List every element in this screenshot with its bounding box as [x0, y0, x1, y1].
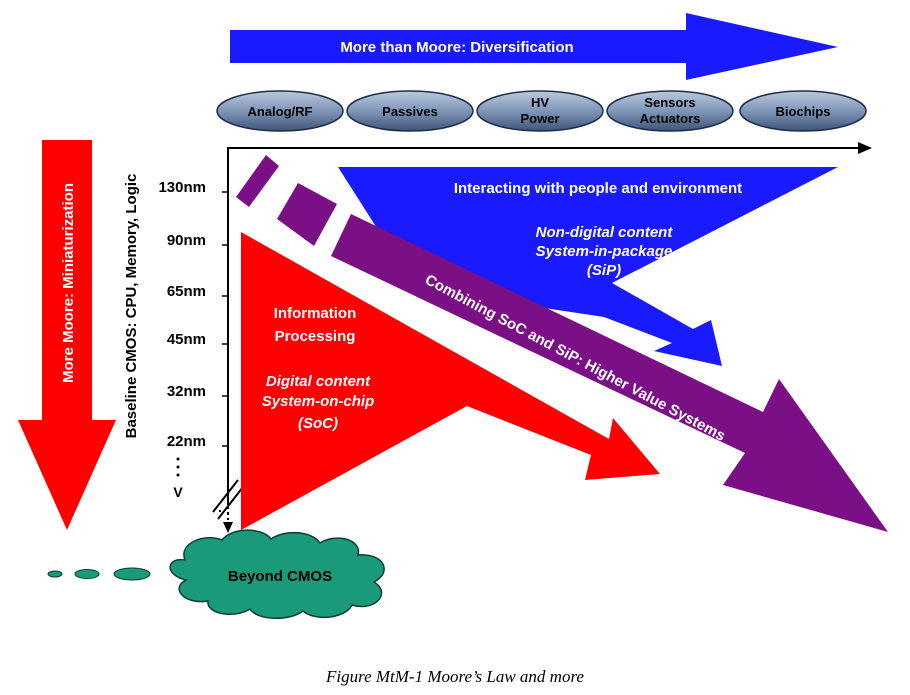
more-than-moore-label: More than Moore: Diversification: [340, 39, 573, 56]
axes: [212, 147, 858, 520]
beyond-cmos-cloud: Beyond CMOS: [47, 529, 385, 619]
sip-line-3: (SiP): [587, 262, 621, 279]
more-than-moore-arrow: More than Moore: Diversification: [230, 13, 838, 80]
figure-caption: Figure MtM-1 Moore’s Law and more: [326, 667, 584, 686]
tick-45nm: 45nm: [167, 331, 206, 348]
sip-line-2: System-in-package: [536, 243, 673, 260]
info-processing-line-2: Processing: [275, 328, 356, 345]
pill-analog-rf: Analog/RF: [216, 90, 344, 132]
tick-65nm: 65nm: [167, 283, 206, 300]
info-processing-line-1: Information: [274, 305, 357, 322]
pill-passives: Passives: [346, 90, 474, 132]
more-moore-arrow: More Moore: Miniaturization: [18, 140, 116, 530]
pill-label: Sensors: [644, 95, 695, 110]
pill-biochips: Biochips: [739, 90, 867, 132]
diversification-pills: Analog/RF Passives HV Power Sensors Actu…: [216, 90, 867, 132]
tick-continuation: V: [173, 484, 183, 500]
beyond-cmos-label: Beyond CMOS: [228, 568, 332, 585]
soc-line-3: (SoC): [298, 415, 338, 432]
tick-130nm: 130nm: [158, 179, 206, 196]
node-ticks: 130nm 90nm 65nm 45nm 32nm 22nm V: [158, 179, 206, 500]
pill-label: HV: [531, 95, 549, 110]
x-axis-arrowhead: [858, 142, 872, 154]
soc-line-2: System-on-chip: [262, 393, 375, 410]
pill-label: Power: [520, 111, 559, 126]
sip-line-1: Non-digital content: [536, 224, 674, 241]
pill-sensors-actuators: Sensors Actuators: [606, 90, 734, 132]
blue-region: Interacting with people and environment …: [338, 167, 838, 366]
interacting-label: Interacting with people and environment: [454, 180, 742, 197]
y-axis-arrowhead: [223, 522, 233, 533]
pill-label: Actuators: [640, 111, 701, 126]
red-region: Information Processing Digital content S…: [241, 232, 660, 530]
more-moore-label: More Moore: Miniaturization: [60, 183, 77, 383]
pill-label: Biochips: [776, 104, 831, 119]
tick-90nm: 90nm: [167, 232, 206, 249]
pill-label: Passives: [382, 104, 438, 119]
baseline-cmos-label: Baseline CMOS: CPU, Memory, Logic: [123, 174, 140, 439]
tick-32nm: 32nm: [167, 383, 206, 400]
soc-line-1: Digital content: [266, 373, 371, 390]
tick-22nm: 22nm: [167, 433, 206, 450]
pill-label: Analog/RF: [248, 104, 313, 119]
pill-hv-power: HV Power: [476, 90, 604, 132]
